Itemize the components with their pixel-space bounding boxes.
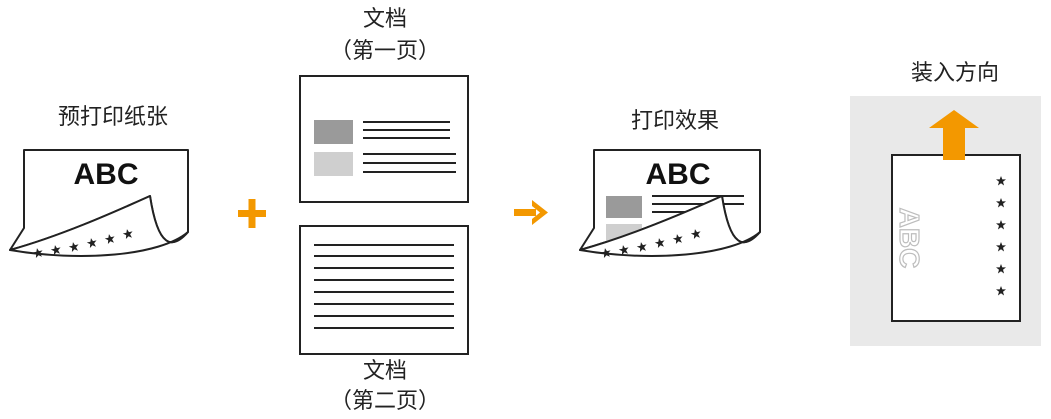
arrow-right-icon (514, 200, 548, 225)
print-result-paper: ABC (579, 149, 761, 259)
print-result-label: 打印效果 (630, 109, 719, 134)
preprinted-paper-label: 预打印纸张 (57, 105, 168, 130)
doc-page2-subtitle: （第二页） (329, 389, 440, 414)
doc-page1-subtitle: （第一页） (329, 39, 440, 64)
doc-page2-title: 文档 (362, 359, 407, 384)
document-page-1 (299, 75, 469, 203)
plus-icon (238, 199, 266, 228)
preprinted-abc-text: ABC (74, 158, 139, 191)
load-direction-arrow-icon (929, 110, 979, 160)
document-page-2 (299, 225, 469, 355)
loading-direction-panel: ABC (850, 96, 1041, 346)
result-abc-text: ABC (646, 158, 711, 191)
doc-page1-title: 文档 (362, 7, 407, 32)
preprinted-paper: ABC (9, 149, 189, 259)
image-block-dark (314, 120, 353, 144)
loading-direction-label: 装入方向 (910, 61, 999, 86)
image-block-light (314, 152, 353, 176)
loading-abc-text: ABC (894, 208, 925, 269)
